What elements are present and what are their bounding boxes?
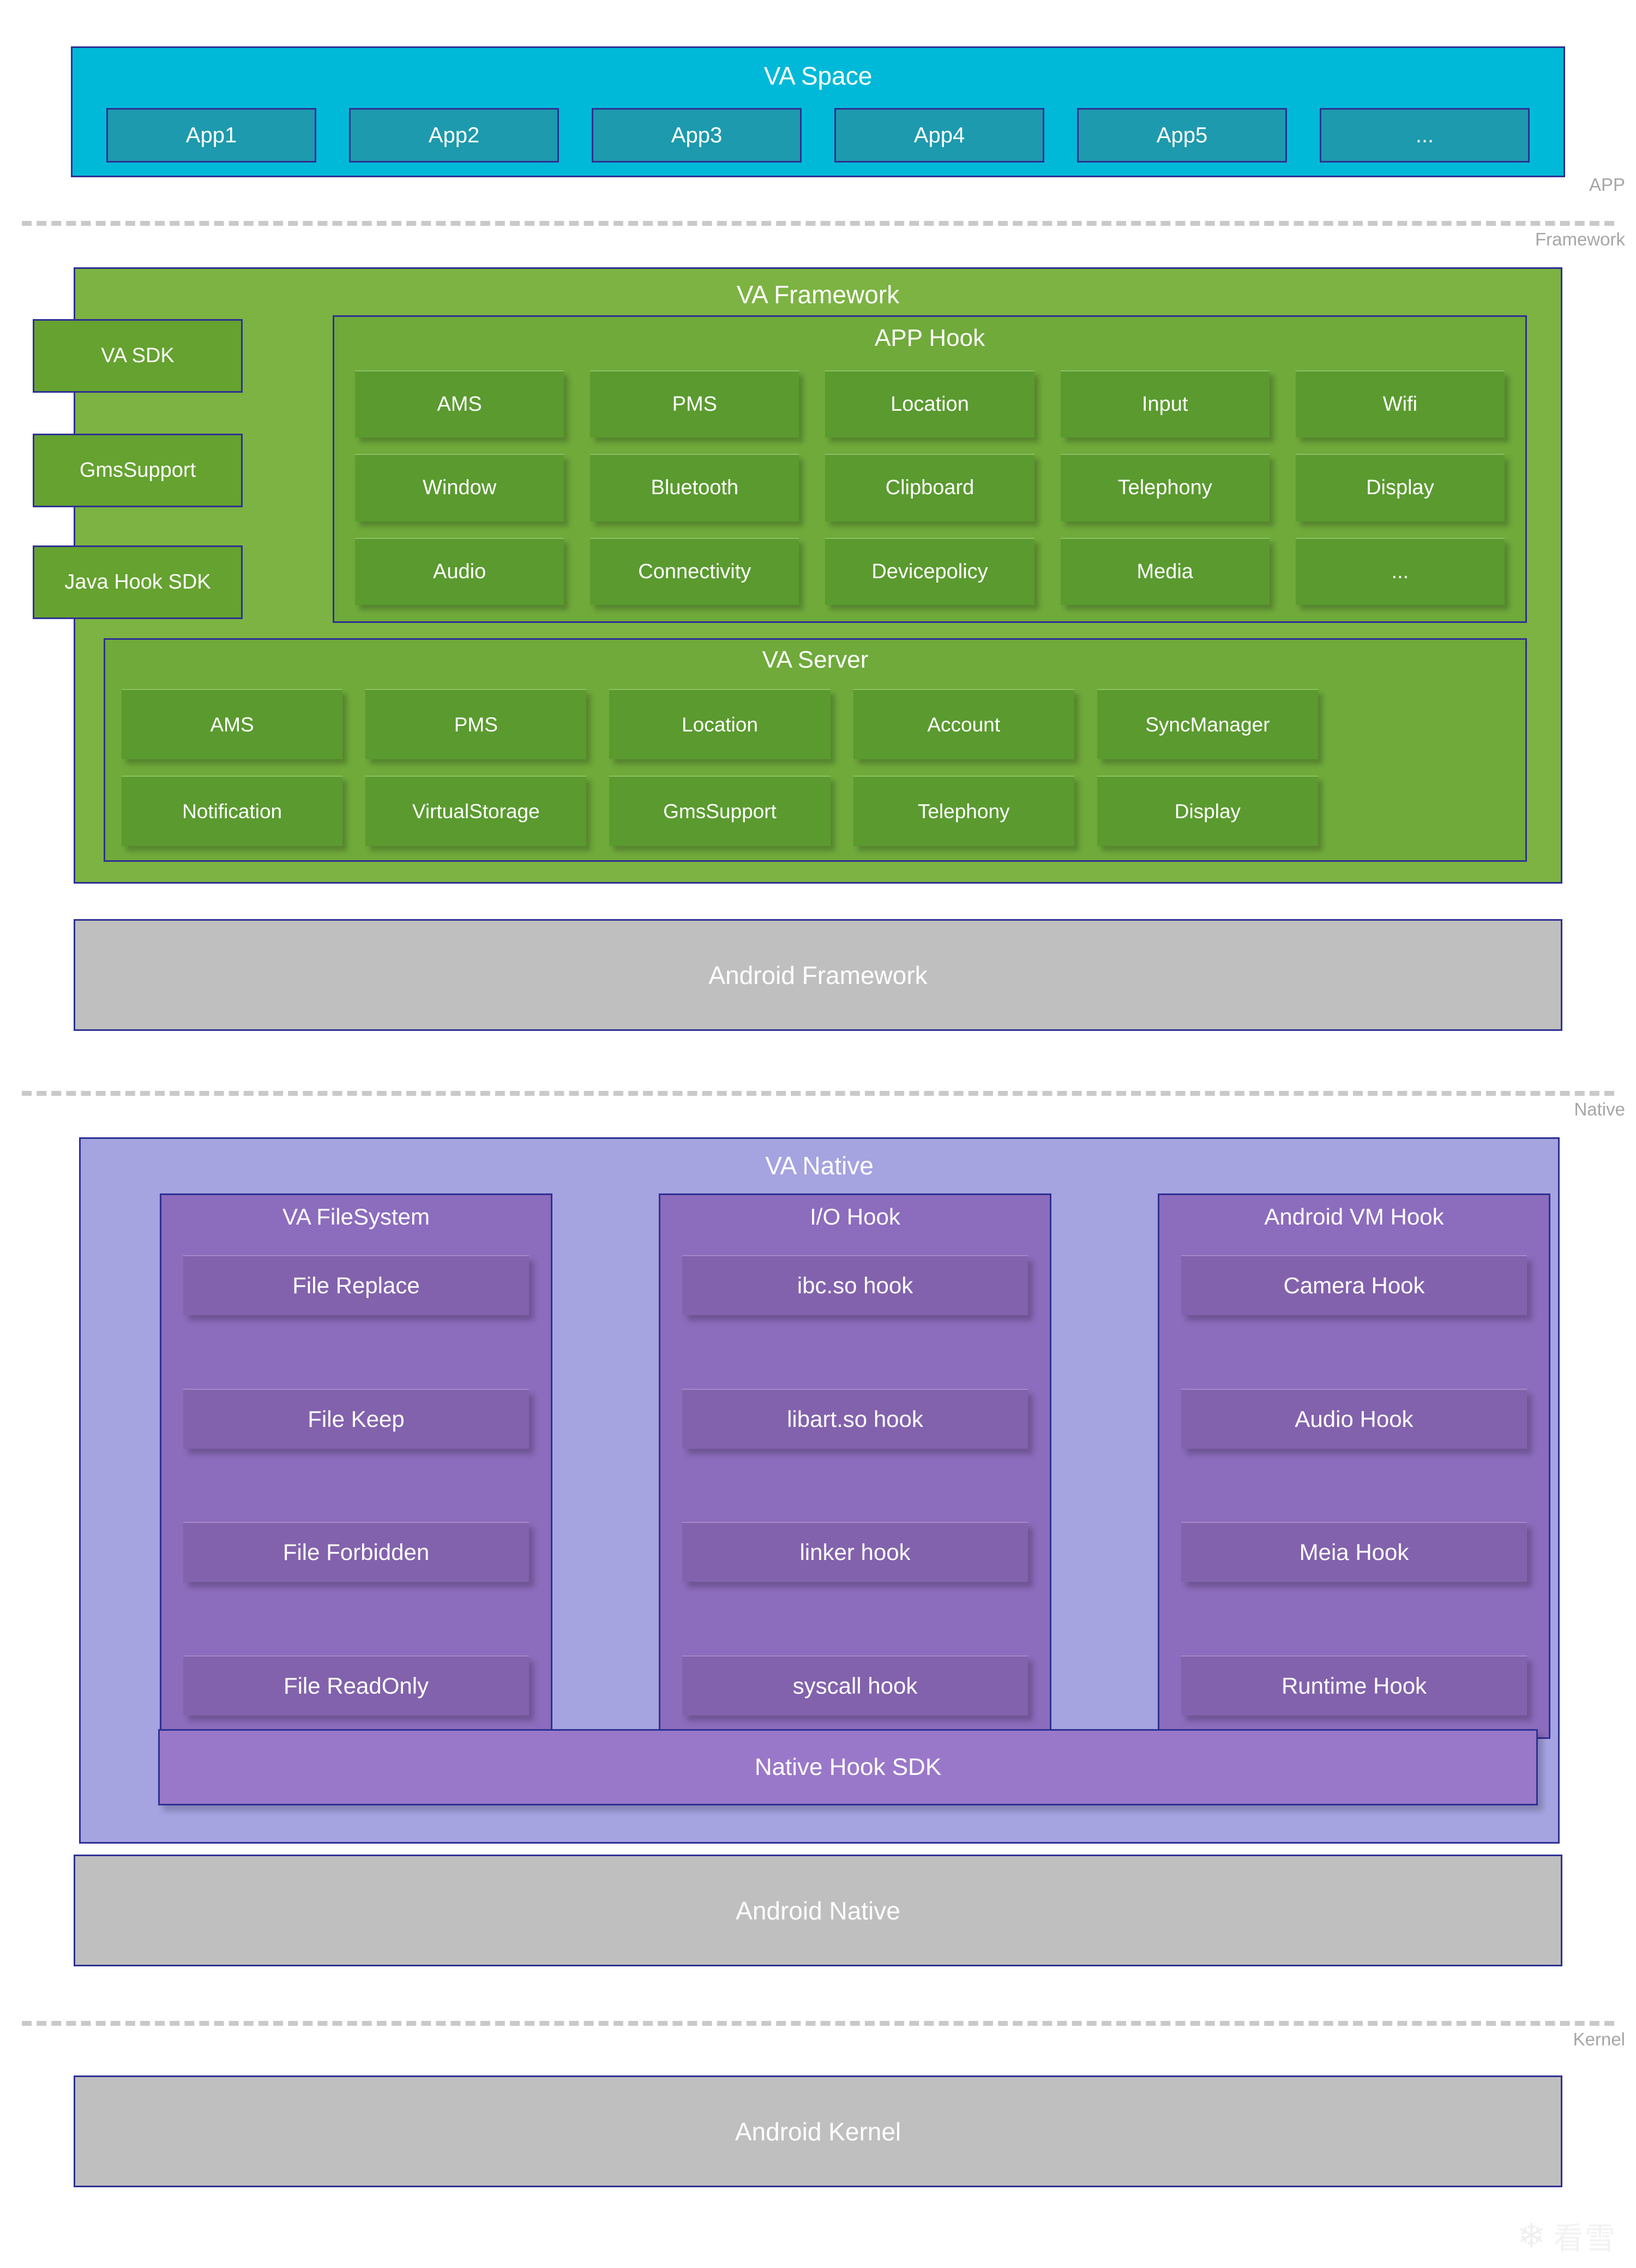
app-tile[interactable]: App2 (349, 108, 559, 163)
io-hook-item[interactable]: syscall hook (682, 1655, 1028, 1715)
app-hook-item[interactable]: AMS (355, 370, 564, 438)
va-server-item[interactable]: PMS (365, 689, 587, 759)
va-server-item[interactable]: Notification (122, 776, 343, 846)
app-hook-panel: APP Hook AMS PMS Location Input Wifi Win… (333, 315, 1527, 623)
module-gmssupport[interactable]: GmsSupport (33, 434, 243, 507)
va-server-item[interactable]: SyncManager (1097, 689, 1318, 759)
layer-label-app: APP (1589, 175, 1625, 195)
android-vm-hook-item[interactable]: Runtime Hook (1181, 1655, 1527, 1715)
va-server-item[interactable]: AMS (122, 689, 343, 759)
app-hook-item[interactable]: Media (1060, 537, 1270, 605)
app-hook-item[interactable]: Bluetooth (590, 454, 799, 521)
app-hook-item[interactable]: PMS (590, 370, 799, 438)
va-native-container: VA Native VA FileSystem File Replace Fil… (79, 1137, 1560, 1844)
android-vm-hook-title: Android VM Hook (1264, 1204, 1444, 1229)
android-kernel-slab: Android Kernel (74, 2075, 1562, 2187)
app-hook-item[interactable]: Telephony (1060, 454, 1270, 521)
layer-label-framework: Framework (1535, 229, 1625, 249)
va-server-item[interactable]: Telephony (853, 776, 1074, 846)
native-hook-sdk-bar[interactable]: Native Hook SDK (158, 1729, 1538, 1805)
app-hook-item[interactable]: Wifi (1295, 370, 1505, 438)
io-hook-item[interactable]: ibc.so hook (682, 1255, 1028, 1315)
android-vm-hook-items: Camera Hook Audio Hook Meia Hook Runtime… (1181, 1255, 1527, 1715)
va-server-item[interactable]: Location (609, 689, 831, 759)
app-hook-grid: AMS PMS Location Input Wifi Window Bluet… (355, 370, 1505, 605)
va-filesystem-title: VA FileSystem (282, 1204, 430, 1229)
app-hook-item[interactable]: Window (355, 454, 564, 521)
app-hook-item[interactable]: Connectivity (590, 537, 799, 605)
divider-app-framework (22, 221, 1614, 226)
app-hook-item[interactable]: Clipboard (825, 454, 1034, 521)
app-hook-item[interactable]: Devicepolicy (825, 537, 1034, 605)
io-hook-item[interactable]: libart.so hook (682, 1388, 1028, 1449)
android-native-slab: Android Native (74, 1855, 1562, 1966)
va-framework-title: VA Framework (736, 280, 900, 309)
app-tile-row: App1 App2 App3 App4 App5 ... (106, 108, 1530, 163)
app-hook-item[interactable]: Audio (355, 537, 564, 605)
va-filesystem-item[interactable]: File Keep (183, 1388, 529, 1449)
app-tile[interactable]: App1 (106, 108, 316, 163)
module-va-sdk[interactable]: VA SDK (33, 319, 243, 393)
app-hook-title: APP Hook (874, 325, 985, 351)
va-server-title: VA Server (762, 646, 869, 673)
layer-label-native: Native (1574, 1099, 1625, 1119)
module-java-hook-sdk[interactable]: Java Hook SDK (33, 545, 243, 619)
va-filesystem-item[interactable]: File Forbidden (183, 1522, 529, 1582)
va-server-item[interactable]: Display (1097, 776, 1318, 846)
app-hook-item-more[interactable]: ... (1295, 537, 1505, 605)
app-hook-item[interactable]: Input (1060, 370, 1270, 438)
layer-label-kernel: Kernel (1573, 2029, 1625, 2049)
va-native-title: VA Native (765, 1151, 874, 1180)
snowflake-icon: ❄ (1517, 2217, 1545, 2255)
io-hook-item[interactable]: linker hook (682, 1522, 1028, 1582)
app-hook-item[interactable]: Location (825, 370, 1034, 438)
android-vm-hook-panel: Android VM Hook Camera Hook Audio Hook M… (1158, 1193, 1550, 1739)
app-tile[interactable]: App4 (834, 108, 1044, 163)
android-framework-slab: Android Framework (74, 919, 1562, 1031)
va-server-item[interactable]: VirtualStorage (365, 776, 587, 846)
app-tile-more[interactable]: ... (1320, 108, 1530, 163)
io-hook-items: ibc.so hook libart.so hook linker hook s… (682, 1255, 1028, 1715)
va-filesystem-panel: VA FileSystem File Replace File Keep Fil… (160, 1193, 552, 1739)
va-server-item[interactable]: GmsSupport (609, 776, 831, 846)
io-hook-title: I/O Hook (810, 1204, 900, 1229)
va-server-item[interactable]: Account (853, 689, 1074, 759)
va-server-grid: AMS PMS Location Account SyncManager Not… (122, 689, 1318, 846)
va-space-title: VA Space (763, 62, 873, 90)
android-vm-hook-item[interactable]: Audio Hook (1181, 1388, 1527, 1449)
watermark: ❄ 看雪 (1517, 2214, 1616, 2258)
io-hook-panel: I/O Hook ibc.so hook libart.so hook link… (659, 1193, 1051, 1739)
android-vm-hook-item[interactable]: Meia Hook (1181, 1522, 1527, 1582)
android-vm-hook-item[interactable]: Camera Hook (1181, 1255, 1527, 1315)
divider-native-kernel (22, 2021, 1614, 2026)
va-filesystem-item[interactable]: File ReadOnly (183, 1655, 529, 1715)
va-filesystem-items: File Replace File Keep File Forbidden Fi… (183, 1255, 529, 1715)
app-tile[interactable]: App3 (592, 108, 802, 163)
divider-framework-native (22, 1091, 1614, 1096)
va-filesystem-item[interactable]: File Replace (183, 1255, 529, 1315)
app-tile[interactable]: App5 (1077, 108, 1287, 163)
app-hook-item[interactable]: Display (1295, 454, 1505, 521)
va-server-panel: VA Server AMS PMS Location Account SyncM… (104, 638, 1527, 862)
watermark-text: 看雪 (1553, 2221, 1616, 2255)
va-space-container: VA Space App1 App2 App3 App4 App5 ... (71, 46, 1565, 177)
